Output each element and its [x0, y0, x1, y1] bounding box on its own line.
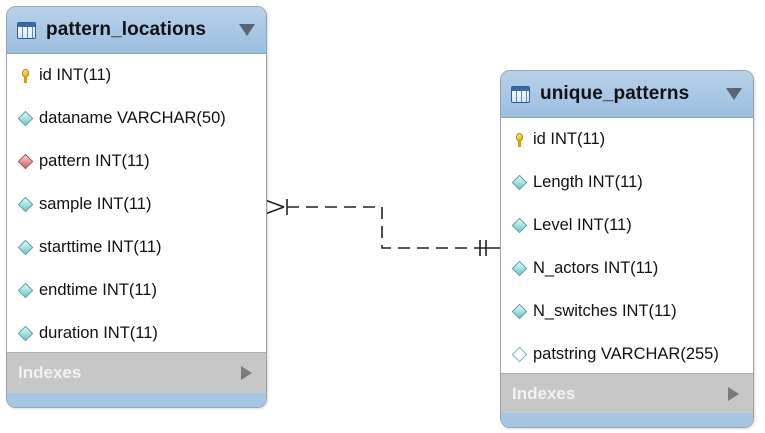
column-row[interactable]: dataname VARCHAR(50): [7, 97, 266, 140]
column-row[interactable]: N_switches INT(11): [501, 290, 753, 333]
indexes-label: Indexes: [18, 363, 82, 382]
foreign-key-diamond-icon: [17, 153, 33, 170]
column-row[interactable]: Level INT(11): [501, 204, 753, 247]
crows-foot-upper: [264, 199, 285, 208]
not-null-diamond-icon: [511, 260, 527, 277]
table-icon: [17, 21, 36, 39]
table-footer: [501, 413, 753, 427]
column-row[interactable]: duration INT(11): [7, 312, 266, 355]
collapse-caret-icon[interactable]: [726, 88, 742, 100]
column-label: starttime INT(11): [39, 238, 162, 256]
column-label: N_switches INT(11): [533, 302, 677, 320]
table-pattern-locations[interactable]: pattern_locations id INT(11) dataname VA…: [6, 6, 267, 408]
column-label: sample INT(11): [39, 195, 152, 213]
relationship-line: [287, 206, 478, 249]
column-row[interactable]: Length INT(11): [501, 161, 753, 204]
column-row[interactable]: id INT(11): [7, 54, 266, 97]
not-null-diamond-icon: [17, 282, 33, 299]
column-label: Length INT(11): [533, 173, 643, 191]
column-row[interactable]: starttime INT(11): [7, 226, 266, 269]
indexes-label: Indexes: [512, 384, 576, 403]
expand-arrow-icon[interactable]: [728, 387, 739, 401]
table-title: pattern_locations: [46, 19, 207, 40]
table-title: unique_patterns: [540, 83, 690, 104]
column-label: id INT(11): [39, 66, 112, 84]
not-null-diamond-icon: [511, 217, 527, 234]
column-row[interactable]: N_actors INT(11): [501, 247, 753, 290]
column-row[interactable]: patstring VARCHAR(255): [501, 333, 753, 376]
table-unique-patterns[interactable]: unique_patterns id INT(11) Length INT(11…: [500, 70, 754, 428]
not-null-diamond-icon: [17, 196, 33, 213]
crows-foot-lower: [264, 206, 285, 215]
column-list: id INT(11) dataname VARCHAR(50) pattern …: [7, 54, 266, 355]
column-label: dataname VARCHAR(50): [39, 109, 226, 127]
not-null-diamond-icon: [17, 239, 33, 256]
column-list: id INT(11) Length INT(11) Level INT(11) …: [501, 118, 753, 376]
not-null-diamond-icon: [17, 110, 33, 127]
not-null-diamond-icon: [511, 174, 527, 191]
collapse-caret-icon[interactable]: [239, 24, 255, 36]
table-icon: [511, 85, 530, 103]
table-footer: [7, 393, 266, 407]
indexes-section[interactable]: Indexes: [501, 373, 753, 414]
column-label: duration INT(11): [39, 324, 158, 342]
column-label: patstring VARCHAR(255): [533, 345, 719, 363]
column-label: id INT(11): [533, 130, 606, 148]
primary-key-icon: [511, 132, 527, 148]
table-header[interactable]: unique_patterns: [501, 71, 753, 118]
column-label: pattern INT(11): [39, 152, 150, 170]
column-row[interactable]: pattern INT(11): [7, 140, 266, 183]
column-label: N_actors INT(11): [533, 259, 659, 277]
not-null-diamond-icon: [17, 325, 33, 342]
not-null-diamond-icon: [511, 303, 527, 320]
column-label: Level INT(11): [533, 216, 632, 234]
table-header[interactable]: pattern_locations: [7, 7, 266, 54]
column-row[interactable]: endtime INT(11): [7, 269, 266, 312]
column-label: endtime INT(11): [39, 281, 157, 299]
column-row[interactable]: id INT(11): [501, 118, 753, 161]
indexes-section[interactable]: Indexes: [7, 352, 266, 393]
primary-key-icon: [17, 68, 33, 84]
column-row[interactable]: sample INT(11): [7, 183, 266, 226]
nullable-diamond-icon: [511, 346, 527, 363]
expand-arrow-icon[interactable]: [241, 366, 252, 380]
